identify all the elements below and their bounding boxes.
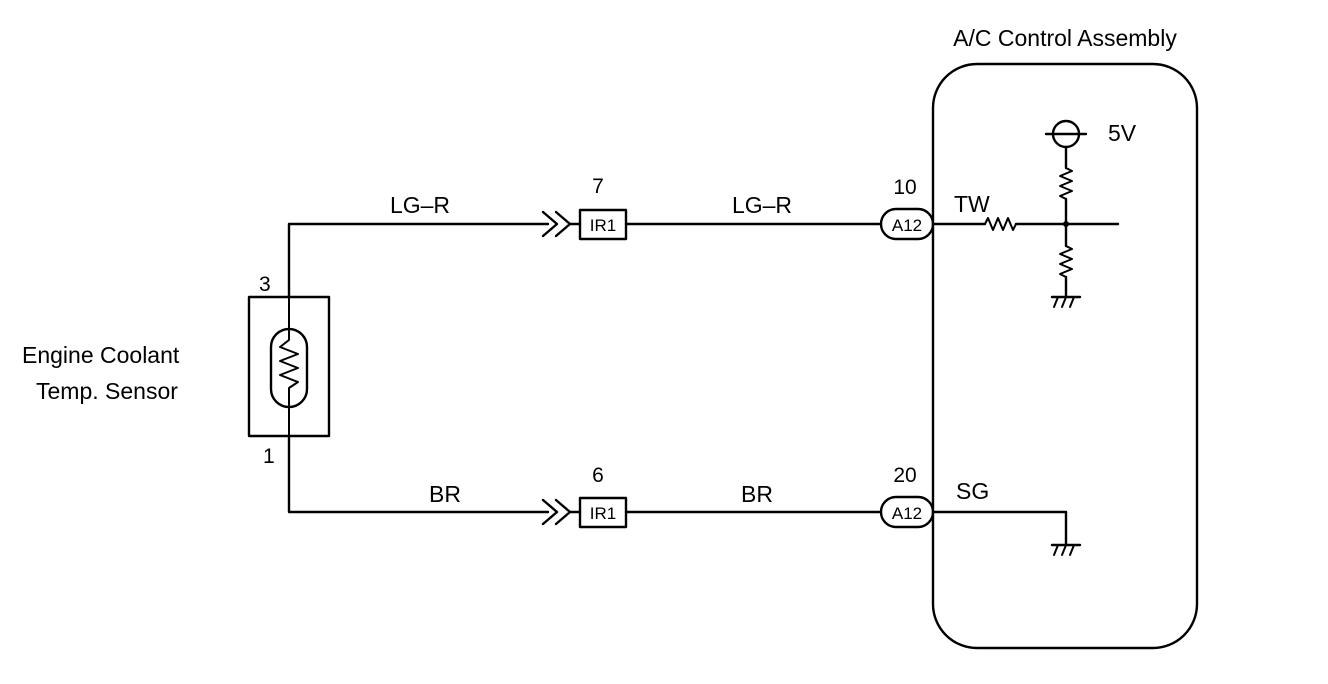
lower-wire-color-right: BR bbox=[741, 481, 773, 507]
ecu-housing bbox=[931, 62, 1199, 650]
pull-down-resistor-icon bbox=[1059, 245, 1073, 278]
supply-voltage-label: 5V bbox=[1108, 120, 1137, 146]
sg-ground-wire bbox=[931, 510, 1068, 546]
lower-junction-pin: 6 bbox=[592, 464, 604, 487]
upper-connector-chevron bbox=[541, 210, 559, 238]
upper-wire-color-left: LG–R bbox=[390, 192, 450, 218]
sensor-label-line1: Engine Coolant bbox=[22, 342, 180, 368]
signal-tw-label: TW bbox=[954, 191, 990, 217]
upper-wire-left bbox=[287, 222, 550, 299]
signal-sg-label: SG bbox=[956, 478, 989, 504]
upper-ecu-pin: 10 bbox=[893, 176, 916, 199]
lower-wire-left bbox=[287, 434, 550, 514]
lower-wire-color-left: BR bbox=[429, 481, 461, 507]
upper-wire-color-right: LG–R bbox=[732, 192, 792, 218]
upper-junction-label: IR1 bbox=[590, 216, 616, 235]
ecu-title: A/C Control Assembly bbox=[953, 25, 1177, 51]
thermistor-icon bbox=[279, 296, 299, 437]
sensor-label-line2: Temp. Sensor bbox=[36, 378, 178, 404]
sensor-pin-bottom: 1 bbox=[263, 445, 275, 468]
pull-up-resistor-icon bbox=[1059, 167, 1073, 200]
upper-ecu-connector-label: A12 bbox=[892, 216, 922, 235]
lower-connector-chevron bbox=[541, 498, 559, 526]
lower-ecu-connector-label: A12 bbox=[892, 504, 922, 523]
lower-junction-label: IR1 bbox=[590, 504, 616, 523]
lower-ecu-pin: 20 bbox=[893, 464, 916, 487]
ground-icon bbox=[1050, 295, 1082, 308]
sensor-pin-top: 3 bbox=[259, 273, 271, 296]
resistor-icon bbox=[984, 217, 1017, 231]
ground-icon bbox=[1050, 543, 1082, 556]
upper-junction-pin: 7 bbox=[592, 175, 604, 198]
